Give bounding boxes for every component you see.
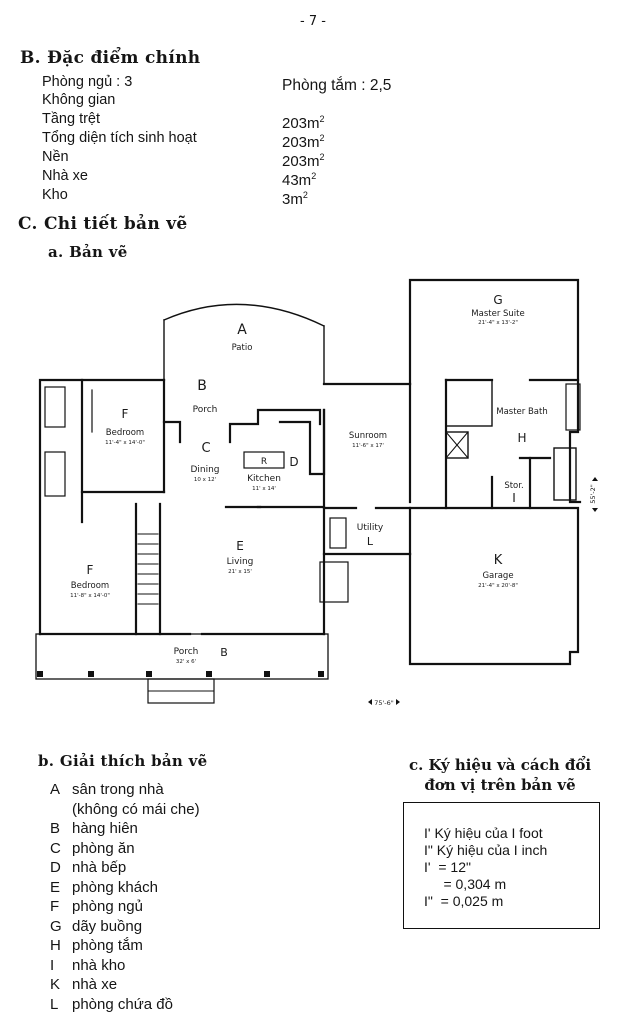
area-value: 203m2	[282, 114, 325, 132]
room-label-bedroom-2: Bedroom	[71, 581, 109, 591]
subsection-b-title: b. Giải thích bản vẽ	[38, 752, 208, 770]
room-dims-living: 21' x 15'	[228, 569, 252, 575]
conversion-line: I" Ký hiệu của I inch	[424, 842, 548, 858]
room-letter-h: H	[517, 431, 526, 445]
room-letter-b: B	[197, 378, 207, 394]
subsection-c-title: c. Ký hiệu và cách đổi đơn vị trên bản v…	[408, 756, 592, 794]
room-label-porch: Porch	[193, 405, 218, 415]
area-value: 43m2	[282, 171, 317, 189]
room-letter-i: I	[512, 491, 516, 505]
room-letter-e: E	[236, 539, 244, 553]
room-dims-garage: 21'-4" x 20'-8"	[478, 583, 518, 589]
width-dimension: 75'-6"	[374, 699, 394, 707]
page-number: - 7 -	[300, 14, 326, 29]
room-letter-f: F	[122, 407, 129, 421]
room-letter-c: C	[201, 441, 210, 456]
room-letter-l: L	[367, 535, 374, 548]
room-label-bedroom: Bedroom	[106, 428, 144, 438]
room-label-master-suite: Master Suite	[471, 309, 524, 319]
section-c-title: C. Chi tiết bản vẽ	[18, 214, 188, 234]
room-dims-front-porch: 32' x 6'	[176, 659, 196, 665]
room-dims-master-suite: 21'-4" x 13'-2"	[478, 320, 518, 326]
conversion-line: = 0,304 m	[424, 876, 507, 892]
room-dims-dining: 10 x 12'	[194, 477, 216, 483]
room-label-patio: Patio	[232, 343, 253, 353]
area-value: 3m2	[282, 190, 308, 208]
room-letter-k: K	[494, 553, 503, 568]
room-label-dining: Dining	[190, 465, 219, 475]
room-label-master-bath: Master Bath	[496, 407, 548, 417]
floor-plan: A Patio B Porch F Bedroom 11'-4" x 14'-0…	[30, 272, 610, 732]
room-letter-d: D	[289, 455, 298, 469]
area-label: Nhà xe	[42, 168, 88, 184]
conversion-line: I" = 0,025 m	[424, 893, 504, 909]
room-label-storage: Stor.	[504, 481, 523, 491]
area-value: 203m2	[282, 152, 325, 170]
depth-dimension: 55'-2"	[589, 484, 597, 504]
area-label: Tổng diện tích sinh hoạt	[42, 130, 197, 146]
room-label-kitchen: Kitchen	[247, 474, 281, 484]
room-dims-sunroom: 11'-6" x 17'	[352, 443, 384, 449]
bedrooms-count: Phòng ngủ : 3	[42, 74, 133, 90]
room-letter-a: A	[237, 322, 247, 338]
area-label: Tầng trệt	[42, 111, 101, 127]
room-letter-f-2: F	[87, 563, 94, 577]
room-label-front-porch: Porch	[174, 647, 199, 657]
room-label-garage: Garage	[482, 571, 513, 581]
conversion-line: I' = 12"	[424, 859, 471, 875]
section-b-title: B. Đặc điểm chính	[20, 48, 201, 68]
area-value: 203m2	[282, 133, 325, 151]
room-dims-bedroom-2: 11'-8" x 14'-0"	[70, 593, 110, 599]
room-letter-g: G	[493, 293, 502, 307]
conversion-line: I' Ký hiệu của I foot	[424, 825, 543, 841]
unit-conversion-box: I' Ký hiệu của I foot I" Ký hiệu của I i…	[403, 802, 600, 929]
room-label-sunroom: Sunroom	[349, 431, 387, 441]
room-label-living: Living	[227, 557, 254, 567]
room-label-utility: Utility	[357, 523, 384, 533]
room-dims-bedroom: 11'-4" x 14'-0"	[105, 440, 145, 446]
room-letter-b-2: B	[220, 646, 228, 659]
bathrooms-count: Phòng tắm : 2,5	[282, 77, 392, 94]
range-label: R	[261, 457, 267, 467]
room-dims-kitchen: 11' x 14'	[252, 486, 276, 492]
legend-item: (không có mái che)	[72, 800, 200, 818]
area-label: Kho	[42, 187, 68, 203]
space-label: Không gian	[42, 92, 116, 108]
subsection-a-title: a. Bản vẽ	[48, 243, 128, 261]
area-label: Nền	[42, 149, 69, 165]
